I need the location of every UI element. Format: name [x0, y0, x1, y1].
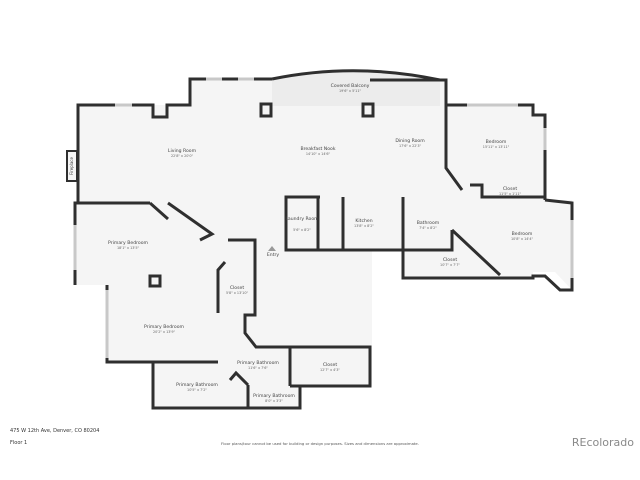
floor-area [75, 70, 572, 408]
room-name: Dining Room [395, 138, 425, 144]
floor-label: Floor 1 [10, 440, 28, 446]
fireplace-label: Fireplace [69, 157, 74, 175]
room-dims: 11'6" x 7'6" [248, 366, 268, 370]
address: 475 W 12th Ave, Denver, CO 80204 [10, 428, 100, 434]
entry-icon [268, 246, 276, 251]
room-dims: 10'5" x 7'2" [187, 388, 207, 392]
room-name: Laundry Room [285, 216, 319, 222]
fireplace [66, 150, 78, 182]
room-dims: 13'8" x 8'2" [354, 224, 374, 228]
room-name: Breakfast Nook [300, 146, 335, 152]
room-dims: 20'2" x 13'9" [153, 330, 176, 334]
room-name: Bathroom [417, 220, 440, 226]
room-dims: 19'6" x 5'11" [339, 89, 362, 93]
room-name: Kitchen [355, 218, 372, 224]
room-name: Primary Bathroom [253, 393, 295, 399]
room-name: Bedroom [512, 231, 533, 237]
room-name: Closet [230, 285, 245, 291]
room-dims: 14'10" x 14'6" [306, 152, 331, 156]
entry-label: Entry [267, 252, 280, 258]
room-dims: 17'6" x 22'3" [399, 144, 422, 148]
room-name: Primary Bathroom [237, 360, 279, 366]
room-dims: 8'0" x 3'3" [265, 399, 283, 403]
room-dims: 10'8" x 14'4" [511, 237, 534, 241]
room-name: Primary Bedroom [144, 324, 185, 330]
room-dims: 11'5" x 1'11" [499, 192, 522, 196]
room-dims: 7'4" x 8'2" [419, 226, 437, 230]
room-dims: 5'8" x 13'10" [226, 291, 249, 295]
room-name: Primary Bathroom [176, 382, 218, 388]
room-name: Closet [503, 186, 518, 192]
room-name: Primary Bedroom [108, 240, 149, 246]
room-name: Living Room [168, 148, 197, 154]
room-name: Bedroom [486, 139, 507, 145]
room-name: Closet [323, 362, 338, 368]
room-dims: 15'11" x 13'11" [483, 145, 510, 149]
room-dims: 22'8" x 20'0" [171, 154, 194, 158]
recolorado-logo: REcolorado [571, 436, 634, 449]
room-dims: 12'7" x 4'3" [320, 368, 340, 372]
room-dims: 5'6" x 8'2" [293, 228, 311, 232]
room-name: Covered Balcony [331, 83, 370, 89]
room-labels: Covered Balcony 19'6" x 5'11" Living Roo… [108, 83, 533, 403]
room-dims: 18'1" x 13'5" [117, 246, 140, 250]
room-name: Closet [443, 257, 458, 263]
disclaimer: Floor plans/tour cannot be used for buil… [221, 441, 419, 446]
walls [73, 69, 574, 410]
room-dims: 10'7" x 7'7" [440, 263, 460, 267]
